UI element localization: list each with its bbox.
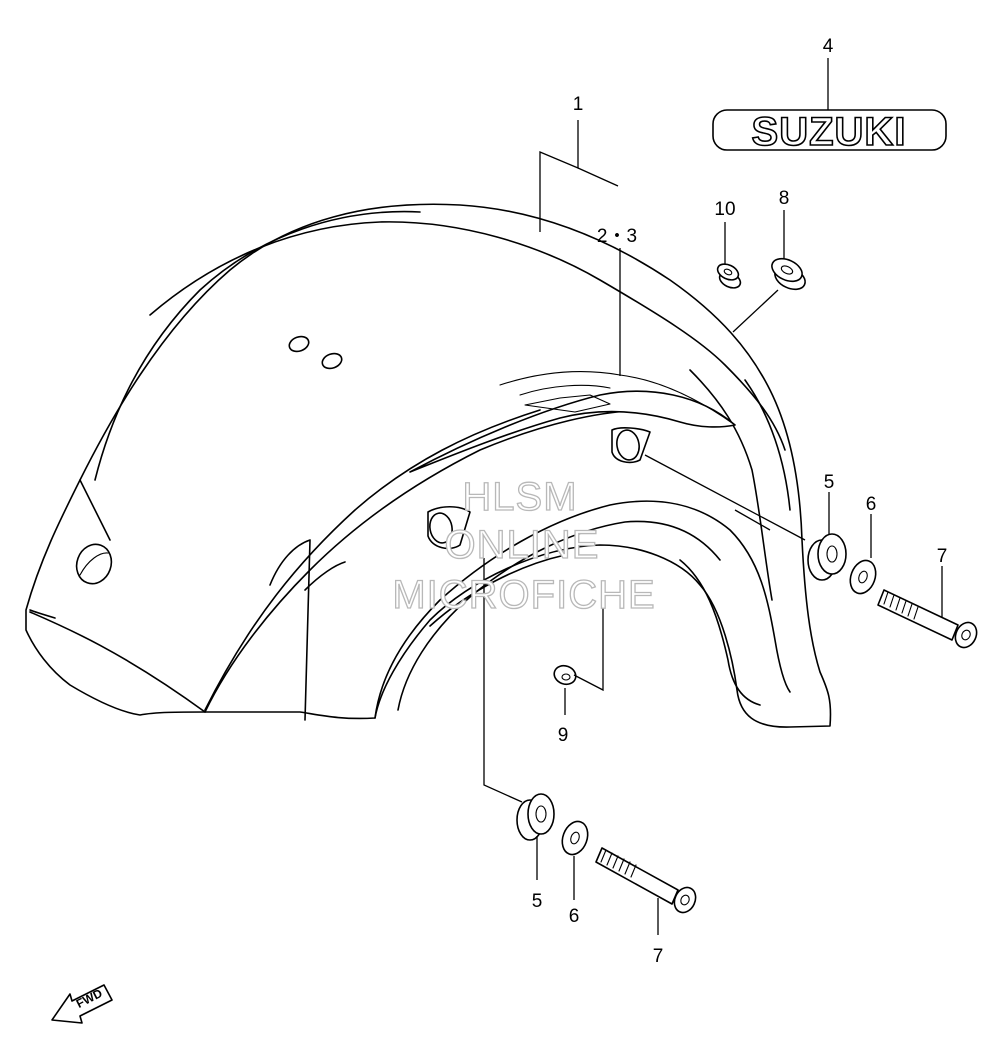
rear-fender [25, 203, 832, 728]
forward-direction-arrow: FWD [51, 984, 113, 1024]
grommet-part-8 [732, 210, 806, 333]
emblem-text: SUZUKI [752, 110, 907, 154]
callout-5-right: 5 [824, 472, 835, 493]
watermark: HLSM ONLINE MICROFICHE [392, 474, 656, 617]
callout-4: 4 [823, 36, 834, 57]
callout-1: 1 [573, 94, 584, 115]
spacer-part-5-bottom [516, 793, 555, 841]
watermark-line-3: MICROFICHE [392, 573, 655, 617]
callout-7-right: 7 [937, 546, 948, 567]
bolt-part-7-bottom [595, 847, 697, 914]
watermark-line-1: HLSM [462, 475, 577, 519]
callout-8: 8 [779, 188, 790, 209]
callout-5-bottom: 5 [532, 891, 543, 912]
callout-6-right: 6 [866, 494, 877, 515]
callout-2-3: 2・3 [597, 226, 637, 247]
callout-6-bottom: 6 [569, 906, 580, 927]
callout-7-bottom: 7 [653, 946, 664, 967]
right-fastener-set [644, 454, 978, 649]
nut-part-9 [553, 600, 604, 715]
callout-labels: 1 2・3 4 5 6 7 8 9 10 5 6 7 [532, 36, 948, 967]
washer-part-6-bottom [561, 820, 589, 856]
washer-part-6-right [849, 559, 877, 595]
watermark-line-2: ONLINE [445, 523, 600, 567]
leader-part-1 [539, 120, 619, 232]
bottom-fastener-set [483, 558, 697, 935]
bolt-part-7-right [877, 589, 978, 649]
grommet-part-10 [716, 222, 742, 289]
callout-10: 10 [714, 199, 735, 220]
spacer-part-5-right [807, 533, 847, 581]
suzuki-emblem: SUZUKI [712, 58, 947, 155]
callout-9: 9 [558, 725, 569, 746]
